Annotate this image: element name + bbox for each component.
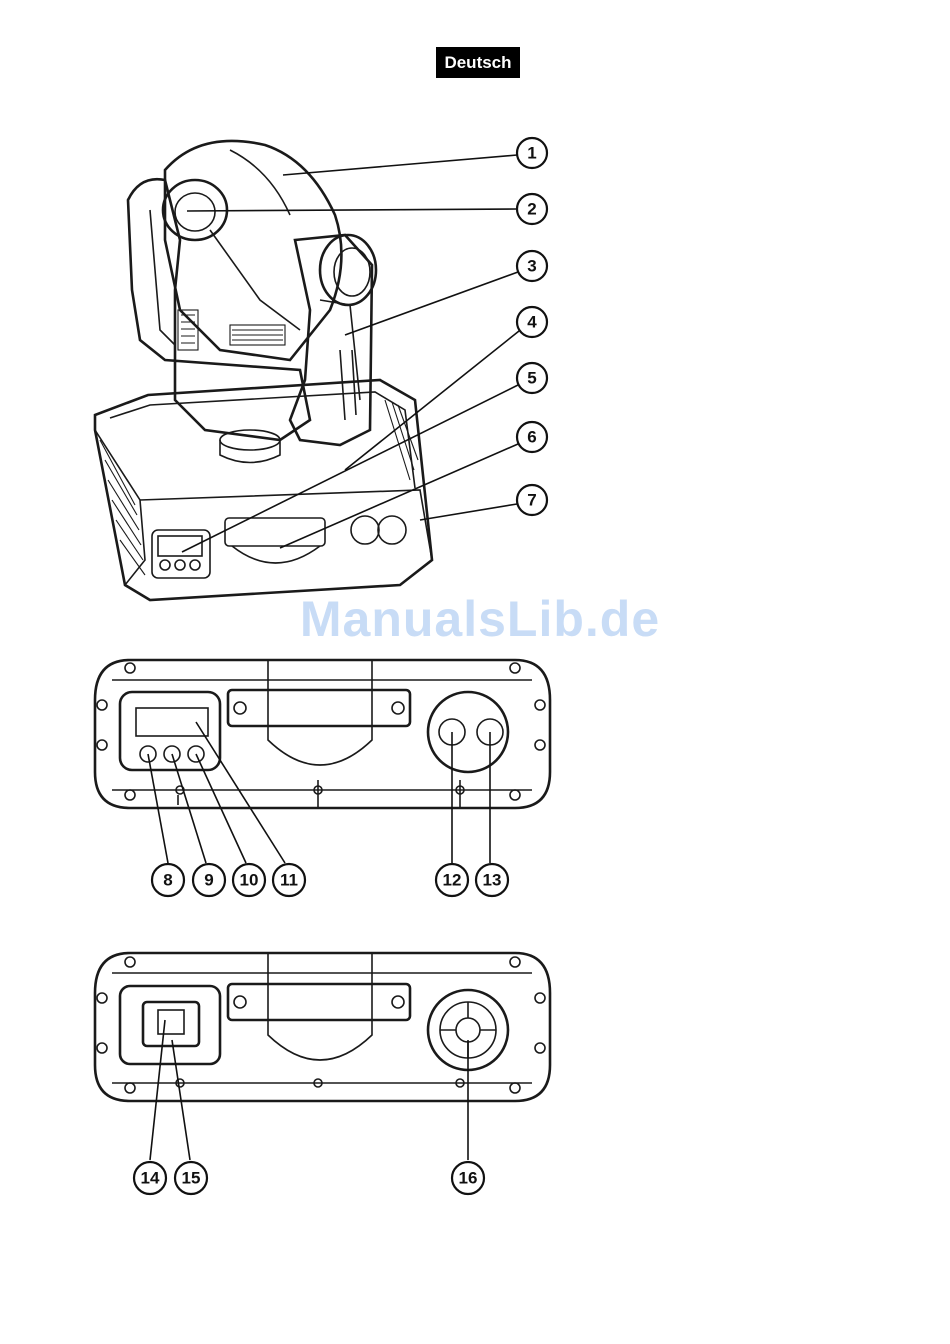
callout-8-label: 8: [163, 871, 172, 890]
callout-11: 11: [273, 864, 305, 896]
callout-6-label: 6: [527, 428, 536, 447]
callout-8: 8: [152, 864, 184, 896]
callout-4: 4: [517, 307, 547, 337]
callout-3-label: 3: [527, 257, 536, 276]
callout-12: 12: [436, 864, 468, 896]
callout-10: 10: [233, 864, 265, 896]
callout-11-label: 11: [280, 871, 298, 890]
callout-14-label: 14: [141, 1169, 160, 1188]
callout-1-label: 1: [527, 144, 536, 163]
callout-4-label: 4: [527, 313, 537, 332]
front-panel-illustration: [95, 660, 550, 808]
callout-9-label: 9: [204, 871, 213, 890]
callout-13-label: 13: [483, 871, 502, 890]
callout-7: 7: [517, 485, 547, 515]
callout-13: 13: [476, 864, 508, 896]
callout-14: 14: [134, 1162, 166, 1194]
callout-9: 9: [193, 864, 225, 896]
callout-10-label: 10: [240, 871, 259, 890]
callout-5-label: 5: [527, 369, 536, 388]
callout-15-label: 15: [182, 1169, 201, 1188]
callout-5: 5: [517, 363, 547, 393]
callout-2: 2: [517, 194, 547, 224]
rear-panel-illustration: [95, 953, 550, 1101]
callout-12-label: 12: [443, 871, 462, 890]
callout-2-label: 2: [527, 200, 536, 219]
callout-1: 1: [517, 138, 547, 168]
callout-16: 16: [452, 1162, 484, 1194]
callout-6: 6: [517, 422, 547, 452]
watermark: ManualsLib.de: [290, 590, 670, 648]
callout-3: 3: [517, 251, 547, 281]
callout-16-label: 16: [459, 1169, 478, 1188]
callout-7-label: 7: [527, 491, 536, 510]
callout-15: 15: [175, 1162, 207, 1194]
